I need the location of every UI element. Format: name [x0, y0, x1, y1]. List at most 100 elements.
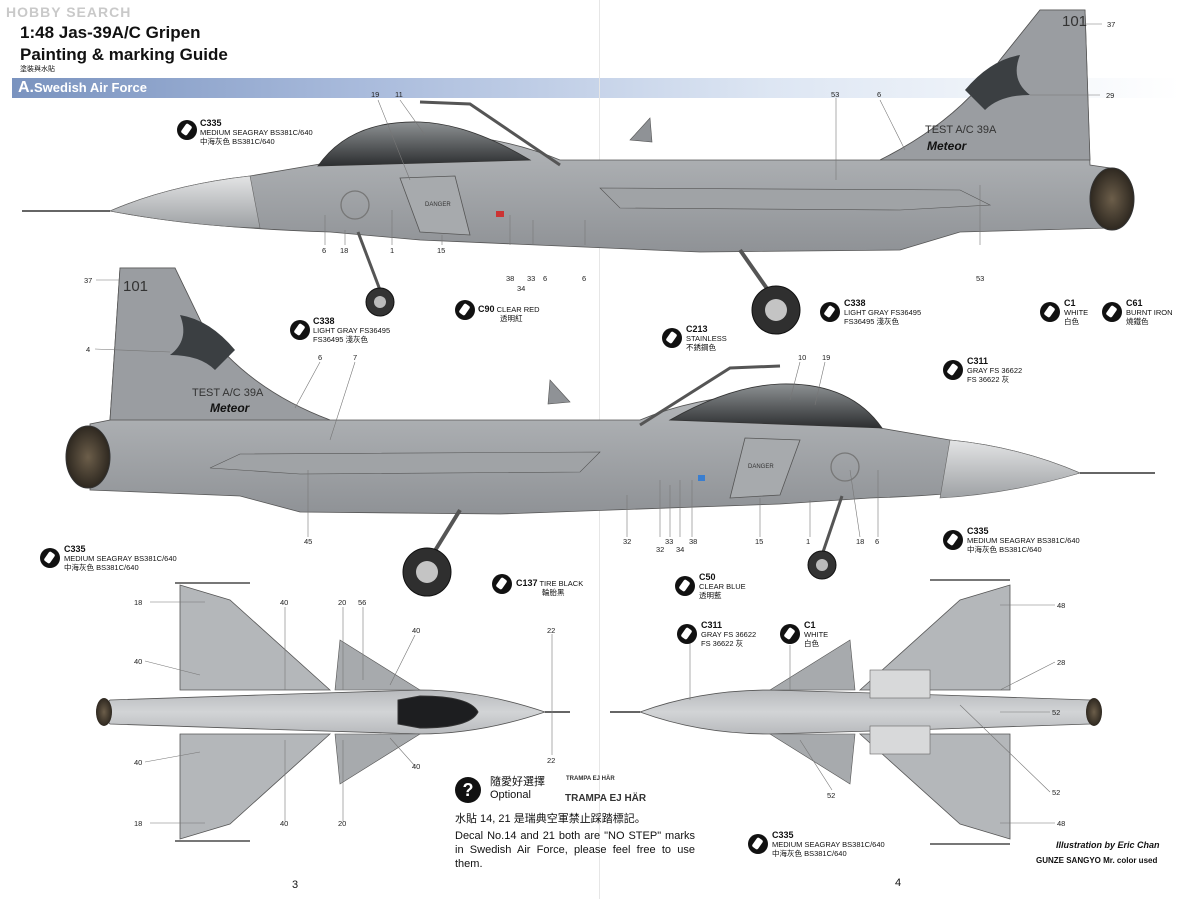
paint-callout-clear-blue: C50 CLEAR BLUE 透明藍 [699, 572, 746, 600]
watermark: HOBBY SEARCH [6, 4, 132, 20]
stencil-large: TRAMPA EJ HÄR [565, 793, 647, 804]
banner-label: Swedish Air Force [34, 80, 147, 95]
banner-letter: A. [18, 79, 34, 96]
paint-callout-medium-seagray-bottom: C335 MEDIUM SEAGRAY BS381C/640 中海灰色 BS38… [772, 830, 885, 858]
callout-num-56: 56 [358, 598, 367, 607]
callout-num-22-plan-b: 22 [547, 756, 556, 765]
callout-num-18-plan-b: 18 [134, 819, 143, 828]
paint-brush-icon [455, 300, 475, 320]
banner-text: A.Swedish Air Force [18, 79, 147, 97]
subtitle-cn: 塗裝與水貼 [20, 66, 55, 73]
section-banner: A.Swedish Air Force [12, 78, 1180, 98]
paint-callout-light-gray-2: C338 LIGHT GRAY FS36495 FS36495 淺灰色 [844, 298, 922, 326]
callout-num-34-top: 34 [517, 284, 526, 293]
top-view [96, 582, 570, 842]
paint-brush-icon [662, 328, 682, 348]
paint-callout-medium-seagray-right: C335 MEDIUM SEAGRAY BS381C/640 中海灰色 BS38… [967, 526, 1080, 554]
paint-callout-medium-seagray-plan: C335 MEDIUM SEAGRAY BS381C/640 中海灰色 BS38… [64, 544, 177, 572]
callout-num-19-second: 19 [822, 353, 831, 362]
side-view-right: 101 TEST A/C 39A Meteor DANGER [65, 267, 1155, 597]
svg-text:101: 101 [1062, 13, 1087, 30]
callout-num-11: 11 [395, 90, 403, 99]
callout-num-53-top: 53 [831, 90, 840, 99]
callout-num-18-second: 18 [856, 537, 865, 546]
callout-num-52-a: 52 [1052, 708, 1061, 717]
callout-num-19-top: 19 [371, 90, 380, 99]
paint-callout-clear-red: C90 CLEAR RED 透明紅 [478, 304, 540, 323]
callout-num-40-plan-e: 40 [412, 762, 421, 771]
callout-num-15-second: 15 [755, 537, 764, 546]
callout-num-52-c: 52 [827, 791, 836, 800]
paint-brush-icon [675, 576, 695, 596]
svg-text:DANGER: DANGER [425, 202, 451, 208]
callout-num-22-plan-a: 22 [547, 626, 556, 635]
callout-num-40-plan-b: 40 [412, 626, 421, 635]
callout-num-6-second-nose: 6 [875, 537, 880, 546]
paint-callout-gray: C311 GRAY FS 36622 FS 36622 灰 [967, 356, 1023, 384]
callout-num-6-mid: 6 [543, 274, 548, 283]
paint-callout-white-plan: C1 WHITE 白色 [804, 620, 829, 648]
callout-num-48-a: 48 [1057, 601, 1066, 610]
callout-num-40-plan-c: 40 [134, 657, 143, 666]
paint-brush-icon [820, 302, 840, 322]
title-line-2: Painting & marking Guide [20, 45, 228, 64]
callout-num-52-b: 52 [1052, 788, 1061, 797]
paint-brush-icon [677, 624, 697, 644]
page-number-left: 3 [292, 879, 299, 891]
paint-callout-stainless: C213 STAINLESS 不銹鋼色 [686, 324, 727, 352]
title-line-1: 1:48 Jas-39A/C Gripen [20, 23, 201, 42]
paint-brush-icon [290, 320, 310, 340]
paint-brush-icon [943, 360, 963, 380]
paint-brush-icon [492, 574, 512, 594]
callout-num-38-second: 38 [689, 537, 698, 546]
callout-num-15-top: 15 [437, 246, 446, 255]
paint-callout-medium-seagray: C335 MEDIUM SEAGRAY BS381C/640 中海灰色 BS38… [200, 118, 313, 146]
callout-num-53-bottom: 53 [976, 274, 985, 283]
paint-brush-icon [1102, 302, 1122, 322]
callout-num-40-plan-d: 40 [134, 758, 143, 767]
callout-num-32-a: 32 [623, 537, 632, 546]
paint-brush-icon [1040, 302, 1060, 322]
paint-brush-icon [943, 530, 963, 550]
paint-callout-light-gray: C338 LIGHT GRAY FS36495 FS36495 淺灰色 [313, 316, 391, 344]
callout-num-6-fin: 6 [877, 90, 882, 99]
page-number-right: 4 [895, 877, 902, 889]
callout-num-32-b: 32 [656, 545, 665, 554]
question-icon: ? [455, 777, 481, 803]
bottom-view [610, 579, 1102, 845]
svg-text:DANGER: DANGER [748, 464, 774, 470]
stencil-small: TRAMPA EJ HÄR [566, 776, 615, 782]
callout-num-7: 7 [353, 353, 358, 362]
paint-brush-icon [177, 120, 197, 140]
callout-num-33-top: 33 [527, 274, 536, 283]
callout-num-6-second-fin: 6 [318, 353, 323, 362]
paint-callout-white: C1 WHITE 白色 [1064, 298, 1089, 326]
callout-num-18-plan-a: 18 [134, 598, 143, 607]
callout-num-4: 4 [86, 345, 91, 354]
callout-num-37-second: 37 [84, 276, 93, 285]
callout-num-20-plan-a: 20 [338, 598, 347, 607]
optional-heading-cn: 隨愛好選擇 [490, 776, 545, 788]
paint-callout-burnt-iron: C61 BURNT IRON 燒鐵色 [1126, 298, 1173, 326]
callout-num-37-top: 37 [1107, 20, 1116, 29]
callout-num-6-nose: 6 [322, 246, 327, 255]
callout-num-10: 10 [798, 353, 807, 362]
callout-num-40-plan-a: 40 [280, 598, 289, 607]
optional-heading-en: Optional [490, 789, 531, 801]
paint-credit: GUNZE SANGYO Mr. color used [1036, 856, 1158, 865]
paint-brush-icon [780, 624, 800, 644]
optional-heading: 隨愛好選擇 Optional [490, 776, 545, 802]
callout-num-38-top: 38 [506, 274, 515, 283]
svg-text:101: 101 [123, 278, 148, 295]
side-view-left: 101 TEST A/C 39A Meteor DANGER [22, 9, 1135, 335]
callout-num-34-second: 34 [676, 545, 685, 554]
leader-lines [94, 23, 1102, 824]
callout-num-40-plan-f: 40 [280, 819, 289, 828]
paint-callout-gray-plan: C311 GRAY FS 36622 FS 36622 灰 [701, 620, 757, 648]
callout-num-48-b: 48 [1057, 819, 1066, 828]
callout-num-1-second: 1 [806, 537, 811, 546]
callout-num-28: 28 [1057, 658, 1066, 667]
guide-title: 1:48 Jas-39A/C Gripen Painting & marking… [20, 22, 228, 66]
callout-num-18-top: 18 [340, 246, 349, 255]
